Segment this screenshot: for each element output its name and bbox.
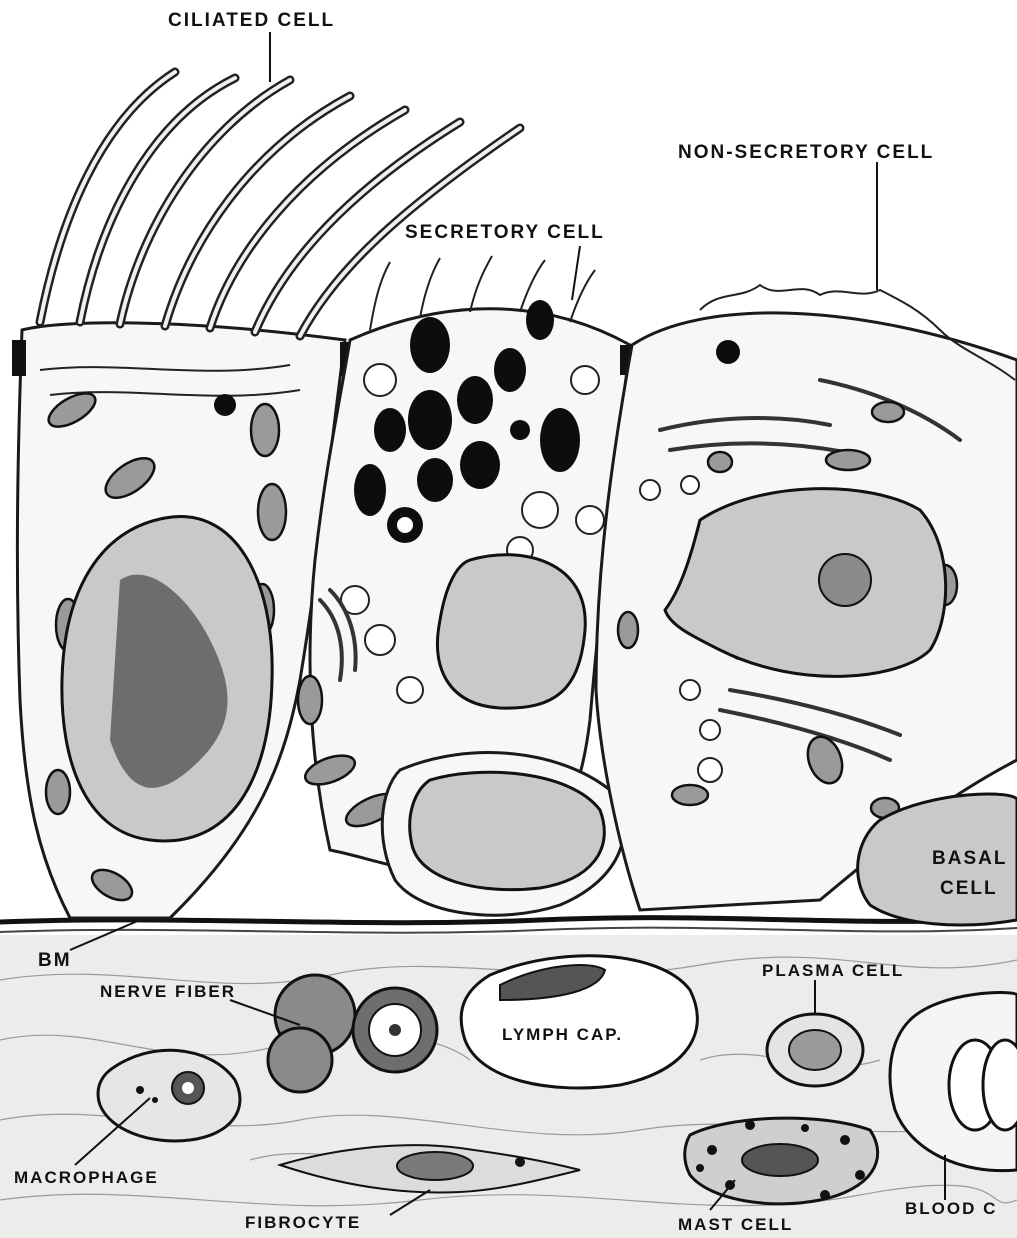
label-blood-cap: BLOOD C xyxy=(905,1199,997,1218)
cilia xyxy=(40,72,520,336)
label-macrophage: MACROPHAGE xyxy=(14,1168,159,1187)
label-bm: BM xyxy=(38,950,72,971)
label-secretory-cell: SECRETORY CELL xyxy=(405,222,605,243)
label-mast-cell: MAST CELL xyxy=(678,1215,793,1234)
label-fibrocyte: FIBROCYTE xyxy=(245,1213,361,1232)
macrophage xyxy=(98,1050,240,1141)
label-non-secretory-cell: NON-SECRETORY CELL xyxy=(678,142,934,163)
lymph-capillary xyxy=(461,956,697,1088)
label-plasma-cell: PLASMA CELL xyxy=(762,961,904,980)
label-basal-cell-line1: BASAL xyxy=(932,848,1007,869)
plasma-cell xyxy=(767,1014,863,1086)
label-basal-cell-line2: CELL xyxy=(940,878,998,899)
mast-cell xyxy=(685,1118,878,1204)
label-ciliated-cell: CILIATED CELL xyxy=(168,10,335,31)
intermediate-basal-cell xyxy=(382,753,624,916)
label-lymph-cap: LYMPH CAP. xyxy=(502,1025,623,1044)
basement-membrane xyxy=(0,918,1017,933)
label-nerve-fiber: NERVE FIBER xyxy=(100,982,236,1001)
